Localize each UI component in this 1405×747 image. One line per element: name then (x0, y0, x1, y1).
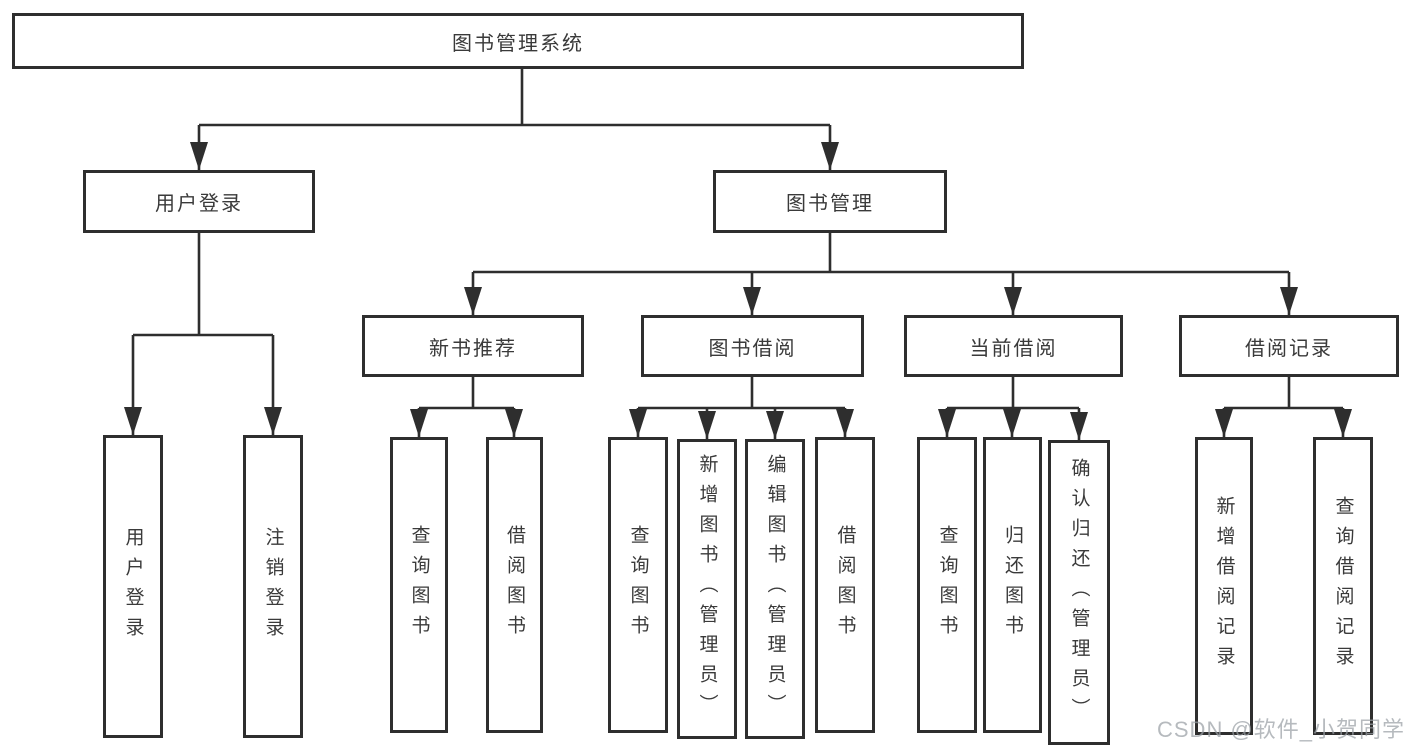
leaf-return-books-label: 归还图书 (1002, 525, 1023, 645)
leaf-borrow-books: 借阅图书 (815, 437, 875, 733)
leaf-logout: 注销登录 (243, 435, 303, 738)
leaf-confirm-return-admin-label: 确认归还（管理员） (1068, 457, 1090, 728)
leaf-borrowing-search-books-label: 查询图书 (627, 525, 649, 645)
node-borrow-records: 借阅记录 (1179, 315, 1399, 377)
node-new-book-recommend-label: 新书推荐 (429, 337, 517, 360)
leaf-edit-books-admin: 编辑图书（管理员） (745, 439, 805, 739)
leaf-user-login: 用户登录 (103, 435, 163, 738)
node-current-borrowing-label: 当前借阅 (969, 337, 1058, 360)
node-book-borrowing-label: 图书借阅 (708, 337, 797, 360)
node-current-borrowing: 当前借阅 (904, 315, 1123, 377)
leaf-borrowing-search-books: 查询图书 (608, 437, 668, 733)
node-new-book-recommend: 新书推荐 (362, 315, 584, 377)
leaf-return-books: 归还图书 (983, 437, 1042, 733)
leaf-add-borrow-record-label: 新增借阅记录 (1213, 496, 1235, 676)
node-book-borrowing: 图书借阅 (641, 315, 864, 377)
node-library-system-label: 图书管理系统 (452, 32, 584, 55)
arrowheads (124, 142, 1352, 440)
leaf-search-borrow-record: 查询借阅记录 (1313, 437, 1373, 735)
leaf-borrow-books-label: 借阅图书 (834, 525, 856, 645)
node-book-management-label: 图书管理 (786, 193, 874, 215)
csdn-watermark: CSDN @软件_小贺同学 (1157, 717, 1405, 742)
leaf-add-borrow-record: 新增借阅记录 (1195, 437, 1253, 735)
node-user-login-label: 用户登录 (155, 193, 243, 215)
leaf-edit-books-admin-label: 编辑图书（管理员） (764, 454, 786, 724)
leaf-current-search-books-label: 查询图书 (936, 525, 958, 645)
leaf-confirm-return-admin: 确认归还（管理员） (1048, 440, 1110, 745)
leaf-recommend-borrow-books: 借阅图书 (486, 437, 543, 733)
leaf-logout-label: 注销登录 (262, 526, 284, 647)
leaf-add-books-admin-label: 新增图书（管理员） (696, 454, 718, 724)
leaf-recommend-search-books: 查询图书 (390, 437, 448, 733)
leaf-search-borrow-record-label: 查询借阅记录 (1332, 496, 1354, 676)
leaf-add-books-admin: 新增图书（管理员） (677, 439, 737, 739)
leaf-current-search-books: 查询图书 (917, 437, 977, 733)
leaf-user-login-label: 用户登录 (122, 526, 144, 647)
node-book-management: 图书管理 (713, 170, 947, 233)
leaf-recommend-search-books-label: 查询图书 (408, 525, 430, 645)
node-library-system: 图书管理系统 (12, 13, 1024, 69)
node-user-login: 用户登录 (83, 170, 315, 233)
leaf-recommend-borrow-books-label: 借阅图书 (504, 525, 525, 645)
node-borrow-records-label: 借阅记录 (1245, 337, 1333, 360)
